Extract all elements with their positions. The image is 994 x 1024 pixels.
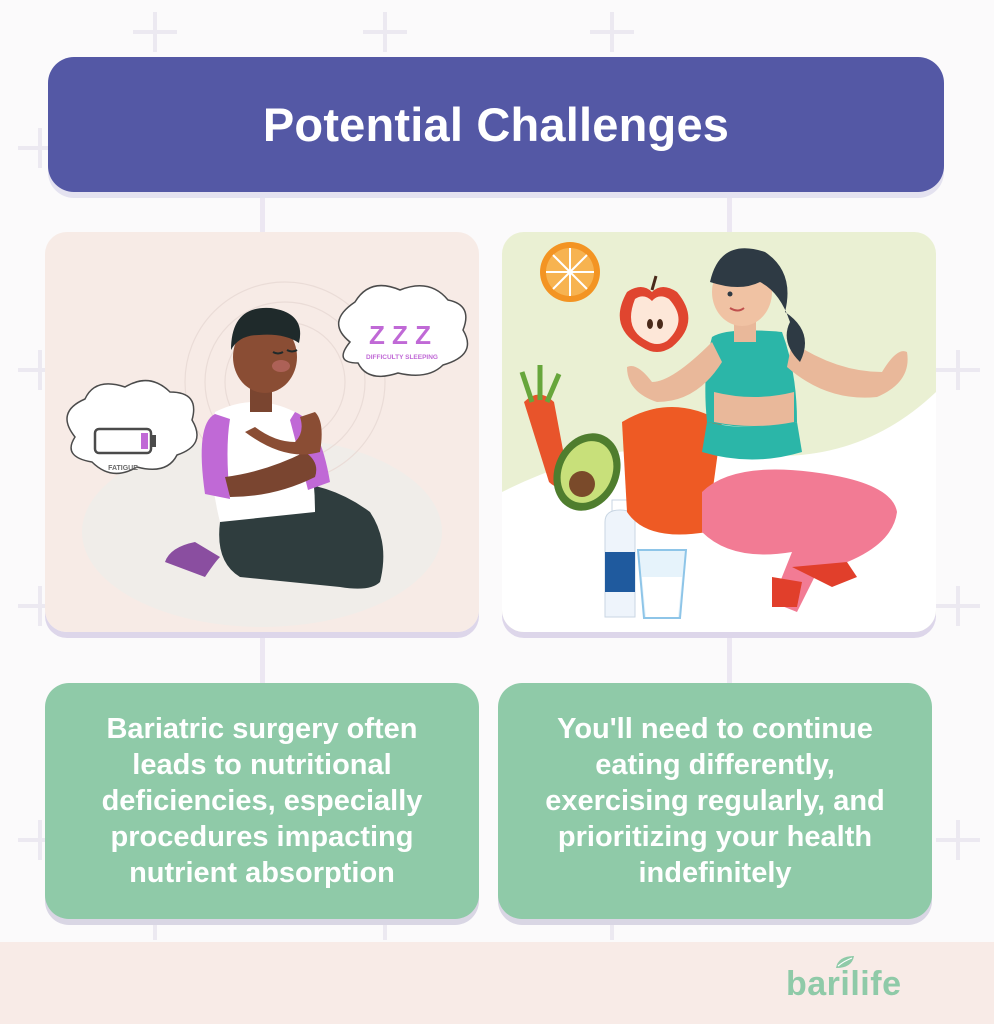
zzz-text: Z Z Z bbox=[369, 320, 431, 350]
apple-half-icon bbox=[619, 275, 689, 352]
fatigue-bubble: FATIGUE bbox=[66, 379, 198, 475]
healthy-woman-illustration bbox=[502, 232, 936, 632]
info-card-lifestyle: You'll need to continue eating different… bbox=[498, 683, 932, 919]
card-text: You'll need to continue eating different… bbox=[545, 713, 885, 889]
leaf-icon bbox=[836, 956, 854, 968]
brand-logo: barilife bbox=[786, 956, 901, 1004]
avocado-icon bbox=[553, 433, 621, 511]
page-title: Potential Challenges bbox=[262, 98, 730, 151]
pillow-shape bbox=[622, 407, 722, 535]
title-banner: Potential Challenges bbox=[48, 57, 944, 192]
sleep-bubble: Z Z Z DIFFICULTY SLEEPING bbox=[338, 284, 469, 378]
tired-person-illustration: FATIGUE Z Z Z DIFFICULTY SLEEPING bbox=[45, 232, 479, 632]
footer-bar bbox=[0, 942, 994, 1024]
orange-slice-icon bbox=[540, 242, 600, 302]
water-bottle-icon bbox=[604, 499, 636, 618]
kneeling-person bbox=[165, 307, 384, 589]
milk-glass-icon bbox=[636, 549, 688, 619]
difficulty-sleeping-label: DIFFICULTY SLEEPING bbox=[366, 354, 438, 361]
connector-line bbox=[727, 192, 732, 234]
right-illustration-panel bbox=[502, 232, 936, 632]
info-card-nutrition: Bariatric surgery often leads to nutriti… bbox=[45, 683, 479, 919]
connector-line bbox=[260, 632, 265, 684]
sitting-woman bbox=[627, 248, 908, 612]
connector-line bbox=[260, 192, 265, 234]
logo-text: barilife bbox=[786, 965, 902, 1003]
connector-line bbox=[727, 632, 732, 684]
left-illustration-panel: FATIGUE Z Z Z DIFFICULTY SLEEPING bbox=[45, 232, 479, 632]
card-text: Bariatric surgery often leads to nutriti… bbox=[101, 713, 423, 889]
fatigue-label: FATIGUE bbox=[108, 465, 138, 472]
